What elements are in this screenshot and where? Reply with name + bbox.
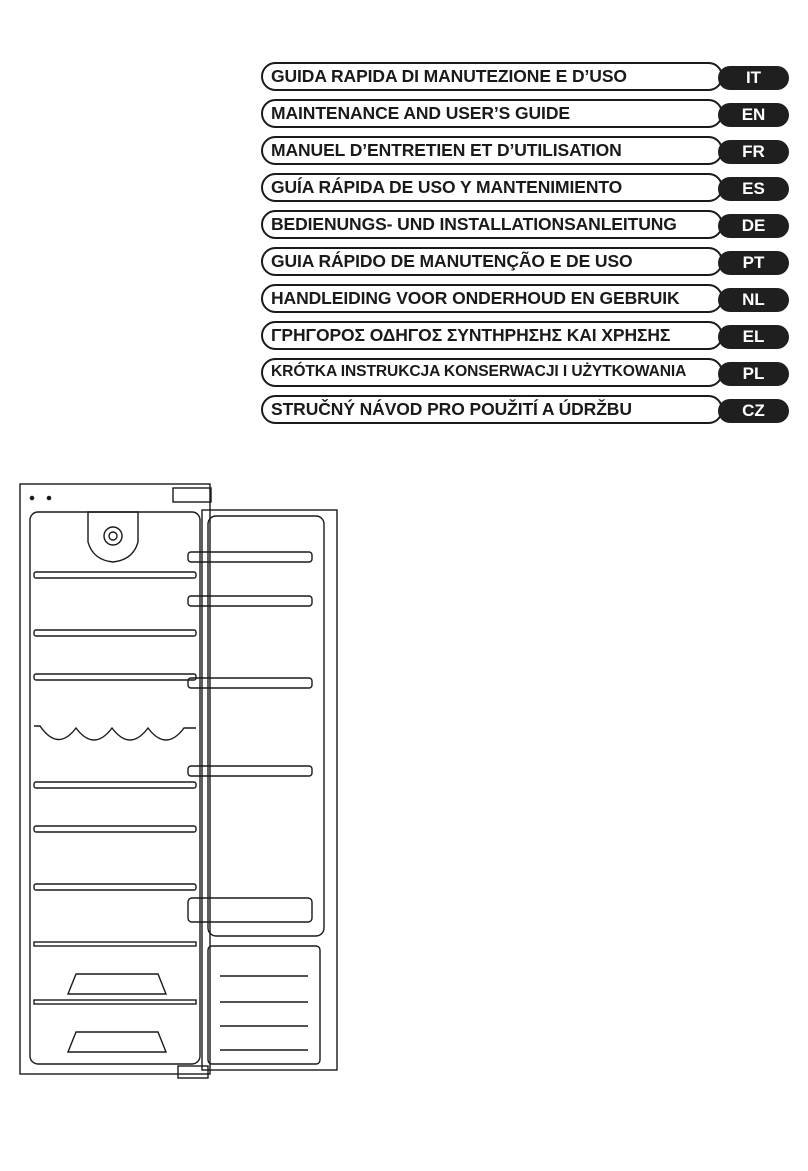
door-balcony [187, 551, 313, 563]
language-code: NL [742, 290, 765, 309]
language-code-badge [718, 140, 789, 164]
title-frame [261, 284, 723, 313]
language-row-pt: GUIA RÁPIDO DE MANUTENÇÃO E DE USO PT [261, 247, 789, 276]
lamp-knob-inner [108, 531, 118, 541]
language-row-el: ΓΡΗΓΟΡΟΣ ΟΔΗΓΟΣ ΣΥΝΤΗΡΗΣΗΣ ΚΑΙ ΧΡΗΣΗΣ EL [261, 321, 789, 350]
guide-title: GUIA RÁPIDO DE MANUTENÇÃO E DE USO [271, 251, 633, 271]
title-frame [261, 395, 723, 424]
language-row-en: MAINTENANCE AND USER’S GUIDE EN [261, 99, 789, 128]
guide-title: GUÍA RÁPIDA DE USO Y MANTENIMIENTO [271, 177, 623, 197]
language-code: CZ [742, 401, 765, 420]
language-row-pl: KRÓTKA INSTRUKCJA KONSERWACJI I UŻYTKOWA… [261, 358, 789, 387]
door-balcony [187, 677, 313, 689]
language-row-it: GUIDA RAPIDA DI MANUTEZIONE E D’USO IT [261, 62, 789, 91]
language-code: PL [742, 364, 765, 383]
shelf [33, 571, 197, 579]
language-code-badge [718, 288, 789, 312]
cabinet-body [19, 483, 211, 1075]
title-frame [261, 62, 723, 91]
language-code: DE [741, 216, 766, 235]
guide-title: MAINTENANCE AND USER’S GUIDE [271, 103, 570, 123]
lamp-knob-icon [103, 526, 123, 546]
crisper-drawer-handle [66, 1031, 168, 1053]
bottom-hinge [177, 1065, 209, 1079]
language-row-nl: HANDLEIDING VOOR ONDERHOUD EN GEBRUIK NL [261, 284, 789, 313]
door-balconies [187, 551, 313, 923]
door-lower-grille [220, 975, 308, 1051]
language-code: EN [741, 105, 766, 124]
bottle-rack [34, 725, 196, 741]
language-row-es: GUÍA RÁPIDA DE USO Y MANTENIMIENTO ES [261, 173, 789, 202]
cabinet-top-bracket [172, 487, 212, 503]
title-frame [261, 321, 723, 350]
title-frame [261, 136, 723, 165]
guide-title: HANDLEIDING VOOR ONDERHOUD EN GEBRUIK [271, 288, 680, 308]
guide-title: GUIDA RAPIDA DI MANUTEZIONE E D’USO [271, 66, 627, 86]
door-balcony [187, 595, 313, 607]
crisper-divider [33, 999, 197, 1005]
language-code-badge [718, 325, 789, 349]
language-code-badge [718, 66, 789, 90]
door-lower-panel [207, 945, 321, 1065]
open-refrigerator-illustration [19, 483, 338, 1079]
crisper-divider [33, 941, 197, 947]
guide-title: KRÓTKA INSTRUKCJA KONSERWACJI I UŻYTKOWA… [271, 363, 687, 380]
indicator-light-icon [46, 495, 52, 501]
door-inner-liner [207, 515, 325, 937]
language-code-badge [718, 251, 789, 275]
title-frame [261, 247, 723, 276]
language-title-list: GUIDA RAPIDA DI MANUTEZIONE E D’USO IT M… [261, 62, 789, 432]
language-row-cz: STRUČNÝ NÁVOD PRO POUŽITÍ A ÚDRŽBU CZ [261, 395, 789, 424]
language-code-badge [718, 177, 789, 201]
language-code-badge [718, 399, 789, 423]
guide-title: ΓΡΗΓΟΡΟΣ ΟΔΗΓΟΣ ΣΥΝΤΗΡΗΣΗΣ ΚΑΙ ΧΡΗΣΗΣ [271, 325, 671, 345]
door-bottom-bin [187, 897, 313, 923]
glass-shelves [33, 571, 197, 891]
language-code: ES [742, 179, 765, 198]
language-row-de: BEDIENUNGS- UND INSTALLATIONSANLEITUNG D… [261, 210, 789, 239]
language-code-badge [718, 214, 789, 238]
guide-title: BEDIENUNGS- UND INSTALLATIONSANLEITUNG [271, 214, 677, 234]
door-frame [201, 509, 338, 1071]
language-code-badge [718, 103, 789, 127]
lamp-housing [87, 511, 139, 563]
shelf [33, 825, 197, 833]
language-code: PT [742, 253, 765, 272]
title-frame [261, 358, 723, 387]
language-row-fr: MANUEL D’ENTRETIEN ET D’UTILISATION FR [261, 136, 789, 165]
title-frame [261, 210, 723, 239]
guide-title: MANUEL D’ENTRETIEN ET D’UTILISATION [271, 140, 622, 160]
door-balcony [187, 765, 313, 777]
guide-title: STRUČNÝ NÁVOD PRO POUŽITÍ A ÚDRŽBU [271, 399, 632, 419]
language-code: EL [742, 327, 765, 346]
title-frame [261, 99, 723, 128]
title-frame [261, 173, 723, 202]
shelf [33, 781, 197, 789]
language-code: FR [742, 142, 765, 161]
language-code: IT [745, 68, 762, 87]
shelf [33, 629, 197, 637]
shelf [33, 883, 197, 891]
indicator-light-icon [29, 495, 35, 501]
crisper-drawer-handle [66, 973, 168, 995]
language-code-badge [718, 362, 789, 386]
shelf [33, 673, 197, 681]
